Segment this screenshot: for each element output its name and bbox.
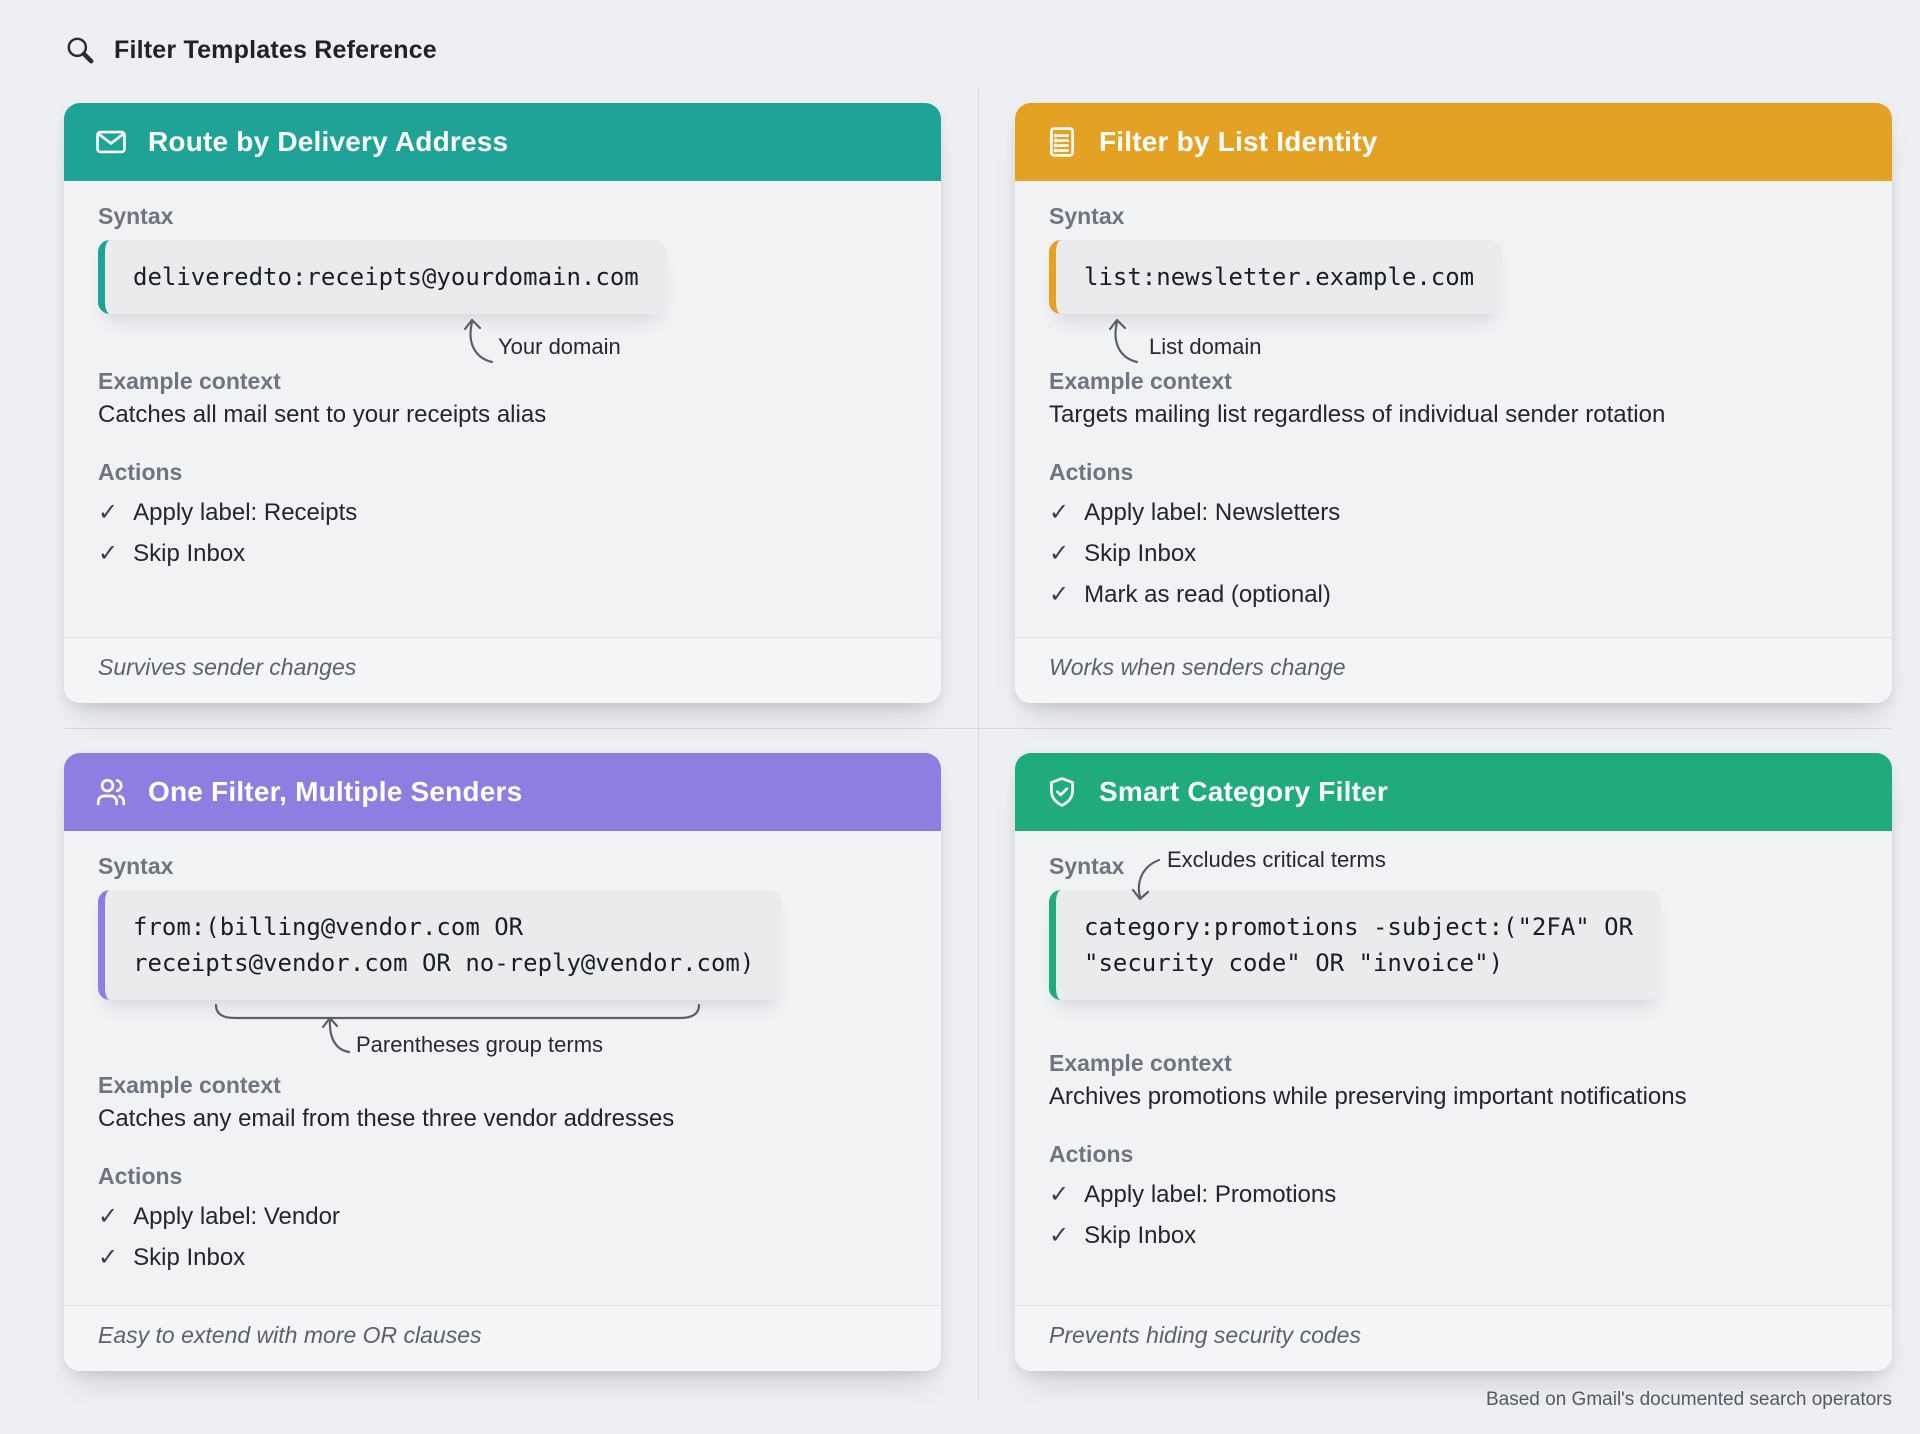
- action-text: Apply label: Promotions: [1084, 1180, 1337, 1208]
- action-text: Skip Inbox: [1084, 539, 1197, 567]
- curved-arrow-icon: [321, 1016, 351, 1054]
- card-header: Filter by List Identity: [1015, 103, 1892, 181]
- card-footer: Survives sender changes: [64, 637, 941, 703]
- footer-note: Works when senders change: [1049, 654, 1346, 680]
- card-one-filter-multiple-senders: One Filter, Multiple Senders Syntax from…: [64, 753, 941, 1371]
- annotation-text: Excludes critical terms: [1167, 847, 1386, 872]
- list-icon: [1045, 125, 1079, 159]
- action-item: ✓ Apply label: Receipts: [98, 498, 357, 527]
- context-text: Catches any email from these three vendo…: [98, 1105, 675, 1132]
- actions-label: Actions: [98, 1163, 183, 1189]
- card-footer: Prevents hiding security codes: [1015, 1305, 1892, 1371]
- card-body: Syntax deliveredto:receipts@yourdomain.c…: [64, 181, 941, 568]
- action-text: Apply label: Vendor: [133, 1202, 340, 1230]
- card-grid: Route by Delivery Address Syntax deliver…: [64, 89, 1892, 1401]
- horizontal-divider: [64, 728, 1892, 729]
- example-context-label: Example context: [98, 368, 281, 394]
- action-text: Skip Inbox: [133, 539, 246, 567]
- annotation-text: Parentheses group terms: [356, 1032, 604, 1057]
- action-text: Skip Inbox: [1084, 1221, 1197, 1249]
- card-title: One Filter, Multiple Senders: [148, 776, 523, 807]
- footer-note: Survives sender changes: [98, 654, 357, 680]
- vertical-divider: [978, 89, 979, 1401]
- syntax-code: deliveredto:receipts@yourdomain.com: [98, 240, 667, 314]
- syntax-label: Syntax: [98, 203, 174, 229]
- card-route-by-delivery-address: Route by Delivery Address Syntax deliver…: [64, 103, 941, 703]
- action-text: Apply label: Newsletters: [1084, 498, 1341, 526]
- check-icon: ✓: [1049, 499, 1070, 526]
- check-icon: ✓: [98, 499, 119, 526]
- example-context-label: Example context: [1049, 1050, 1232, 1076]
- attribution-note: Based on Gmail's documented search opera…: [1485, 1389, 1892, 1410]
- syntax-code: list:newsletter.example.com: [1049, 240, 1503, 314]
- card-title: Filter by List Identity: [1099, 126, 1378, 157]
- context-text: Catches all mail sent to your receipts a…: [98, 401, 547, 428]
- check-icon: ✓: [1049, 540, 1070, 567]
- action-item: ✓ Apply label: Vendor: [98, 1202, 340, 1231]
- syntax-label: Syntax: [98, 853, 174, 879]
- curved-arrow-icon: [463, 318, 494, 364]
- card-footer: Works when senders change: [1015, 637, 1892, 703]
- card-body: Syntax list:newsletter.example.com List …: [1015, 181, 1892, 609]
- annotation: List domain: [1049, 314, 1858, 366]
- annotation: Your domain: [98, 314, 907, 366]
- actions-label: Actions: [1049, 459, 1134, 485]
- card-filter-by-list-identity: Filter by List Identity Syntax list:news…: [1015, 103, 1892, 703]
- card-title: Route by Delivery Address: [148, 126, 509, 157]
- card-header: Route by Delivery Address: [64, 103, 941, 181]
- example-context-label: Example context: [98, 1072, 281, 1098]
- check-icon: ✓: [98, 540, 119, 567]
- example-context-label: Example context: [1049, 368, 1232, 394]
- check-icon: ✓: [1049, 581, 1070, 608]
- card-smart-category-filter: Smart Category Filter Syntax Excludes cr…: [1015, 753, 1892, 1371]
- curved-arrow-icon: [1108, 318, 1139, 364]
- action-item: ✓ Skip Inbox: [1049, 1221, 1196, 1250]
- page-header: Filter Templates Reference: [64, 30, 1920, 70]
- card-title: Smart Category Filter: [1099, 776, 1388, 807]
- action-text: Skip Inbox: [133, 1243, 246, 1271]
- footer-note: Easy to extend with more OR clauses: [98, 1322, 482, 1348]
- check-icon: ✓: [1049, 1181, 1070, 1208]
- magnifier-icon: [67, 37, 94, 64]
- action-item: ✓ Skip Inbox: [98, 1243, 245, 1272]
- page-title: Filter Templates Reference: [114, 35, 437, 64]
- annotation-text: List domain: [1149, 334, 1262, 359]
- syntax-code: category:promotions -subject:("2FA" OR "…: [1049, 890, 1662, 1000]
- users-icon: [94, 775, 128, 809]
- action-text: Apply label: Receipts: [133, 498, 358, 526]
- context-text: Targets mailing list regardless of indiv…: [1049, 401, 1666, 428]
- annotation-text: Your domain: [498, 334, 621, 359]
- card-body: Syntax from:(billing@vendor.com OR recei…: [64, 831, 941, 1272]
- curved-arrow-icon: [1131, 858, 1161, 901]
- underbrace-icon: [214, 1003, 701, 1020]
- context-text: Archives promotions while preserving imp…: [1049, 1083, 1687, 1110]
- check-icon: ✓: [1049, 1222, 1070, 1249]
- annotation: Parentheses group terms: [98, 1000, 907, 1068]
- action-item: ✓ Apply label: Promotions: [1049, 1180, 1336, 1209]
- action-item: ✓ Skip Inbox: [98, 539, 245, 568]
- syntax-code: from:(billing@vendor.com OR receipts@ven…: [98, 890, 783, 1000]
- card-header: Smart Category Filter: [1015, 753, 1892, 831]
- action-item: ✓ Mark as read (optional): [1049, 580, 1331, 609]
- check-icon: ✓: [98, 1244, 119, 1271]
- card-footer: Easy to extend with more OR clauses: [64, 1305, 941, 1371]
- syntax-label: Syntax: [1049, 853, 1125, 879]
- shield-check-icon: [1045, 775, 1079, 809]
- actions-label: Actions: [98, 459, 183, 485]
- check-icon: ✓: [98, 1203, 119, 1230]
- actions-label: Actions: [1049, 1141, 1134, 1167]
- action-text: Mark as read (optional): [1084, 580, 1331, 608]
- syntax-label: Syntax: [1049, 203, 1125, 229]
- envelope-icon: [94, 125, 128, 159]
- action-item: ✓ Skip Inbox: [1049, 539, 1196, 568]
- card-header: One Filter, Multiple Senders: [64, 753, 941, 831]
- action-item: ✓ Apply label: Newsletters: [1049, 498, 1340, 527]
- footer-note: Prevents hiding security codes: [1049, 1322, 1361, 1348]
- card-body: Syntax Excludes critical terms category:…: [1015, 831, 1892, 1250]
